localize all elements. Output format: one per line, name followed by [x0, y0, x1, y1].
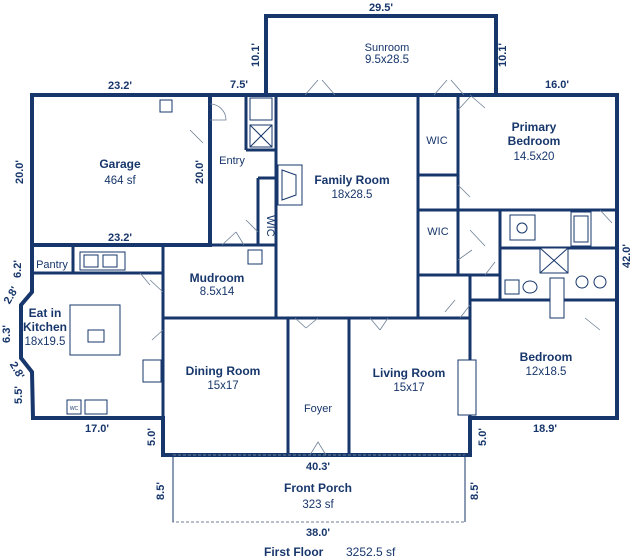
dim-porch-right: 8.5' [469, 482, 481, 500]
floor-area: 3252.5 sf [346, 545, 396, 559]
family-room-name: Family Room [314, 173, 389, 187]
dim-sunroom-left: 10.1' [250, 43, 262, 67]
floor-label: First Floor [264, 545, 324, 559]
dim-kitchen-bottom: 17.0' [85, 423, 109, 435]
door-swings [139, 79, 613, 456]
dim-kitchen-lower-left: 5.5' [13, 386, 25, 404]
dim-porch-left: 8.5' [155, 482, 167, 500]
dim-step-right: 5.0' [477, 428, 489, 446]
dim-step-left: 5.0' [146, 428, 158, 446]
dim-kitchen-angle-top: 2.8' [2, 284, 22, 306]
wic-1-label: WIC [426, 135, 447, 147]
primary-bedroom-name-line1: Primary [512, 120, 557, 134]
kitchen-name-line1: Eat in [29, 306, 62, 320]
garage-name: Garage [99, 157, 141, 171]
sunroom-name: Sunroom [365, 42, 410, 54]
dim-garage-bottom: 23.2' [108, 232, 132, 244]
room-labels: Sunroom 9.5x28.5 Garage 464 sf Entry Fam… [23, 42, 572, 511]
dining-room-size: 15x17 [207, 380, 238, 392]
family-room-size: 18x28.5 [332, 189, 373, 201]
kitchen-size: 18x19.5 [25, 336, 66, 348]
pantry-label: Pantry [36, 259, 68, 271]
front-porch-size: 323 sf [302, 499, 334, 511]
entry-name: Entry [219, 155, 245, 167]
dim-sunroom-top: 29.5' [369, 2, 393, 14]
garage-size: 464 sf [104, 175, 136, 187]
dim-primary-top: 16.0' [545, 79, 569, 91]
dim-right-side: 42.0' [621, 244, 633, 268]
living-room-name: Living Room [373, 366, 446, 380]
fixtures [66, 97, 607, 416]
sunroom-size: 9.5x28.5 [365, 54, 409, 66]
dim-porch-bottom: 38.0' [306, 527, 330, 539]
dim-sunroom-right: 10.1' [497, 43, 509, 67]
dim-bedroom-bottom: 18.9' [533, 423, 557, 435]
wic-2-label: WIC [427, 226, 448, 238]
dim-kitchen-bay: 6.3' [1, 325, 13, 343]
dim-garage-left: 20.0' [14, 160, 26, 184]
wc-label: WC [70, 406, 79, 412]
kitchen-name-line2: Kitchen [23, 320, 67, 334]
dim-pantry-side: 6.2' [12, 260, 24, 278]
living-room-size: 15x17 [393, 382, 424, 394]
mudroom-name: Mudroom [190, 271, 245, 285]
dim-garage-right: 20.0' [194, 160, 206, 184]
primary-bedroom-name-line2: Bedroom [508, 134, 561, 148]
foyer-label: Foyer [304, 403, 332, 415]
front-porch-name: Front Porch [284, 481, 352, 495]
bedroom-name: Bedroom [520, 350, 573, 364]
dim-garage-top: 23.2' [108, 80, 132, 92]
dim-front-width: 40.3' [306, 461, 330, 473]
dim-entry-top: 7.5' [230, 79, 248, 91]
dimension-labels: 29.5' 10.1' 10.1' 23.2' 23.2' 20.0' 20.0… [1, 2, 633, 539]
interior-walls [32, 93, 617, 455]
bedroom-size: 12x18.5 [526, 366, 567, 378]
dining-room-name: Dining Room [186, 364, 261, 378]
wic-3-label: WIC [264, 215, 276, 236]
primary-bedroom-size: 14.5x20 [514, 151, 555, 163]
mudroom-size: 8.5x14 [200, 286, 235, 298]
